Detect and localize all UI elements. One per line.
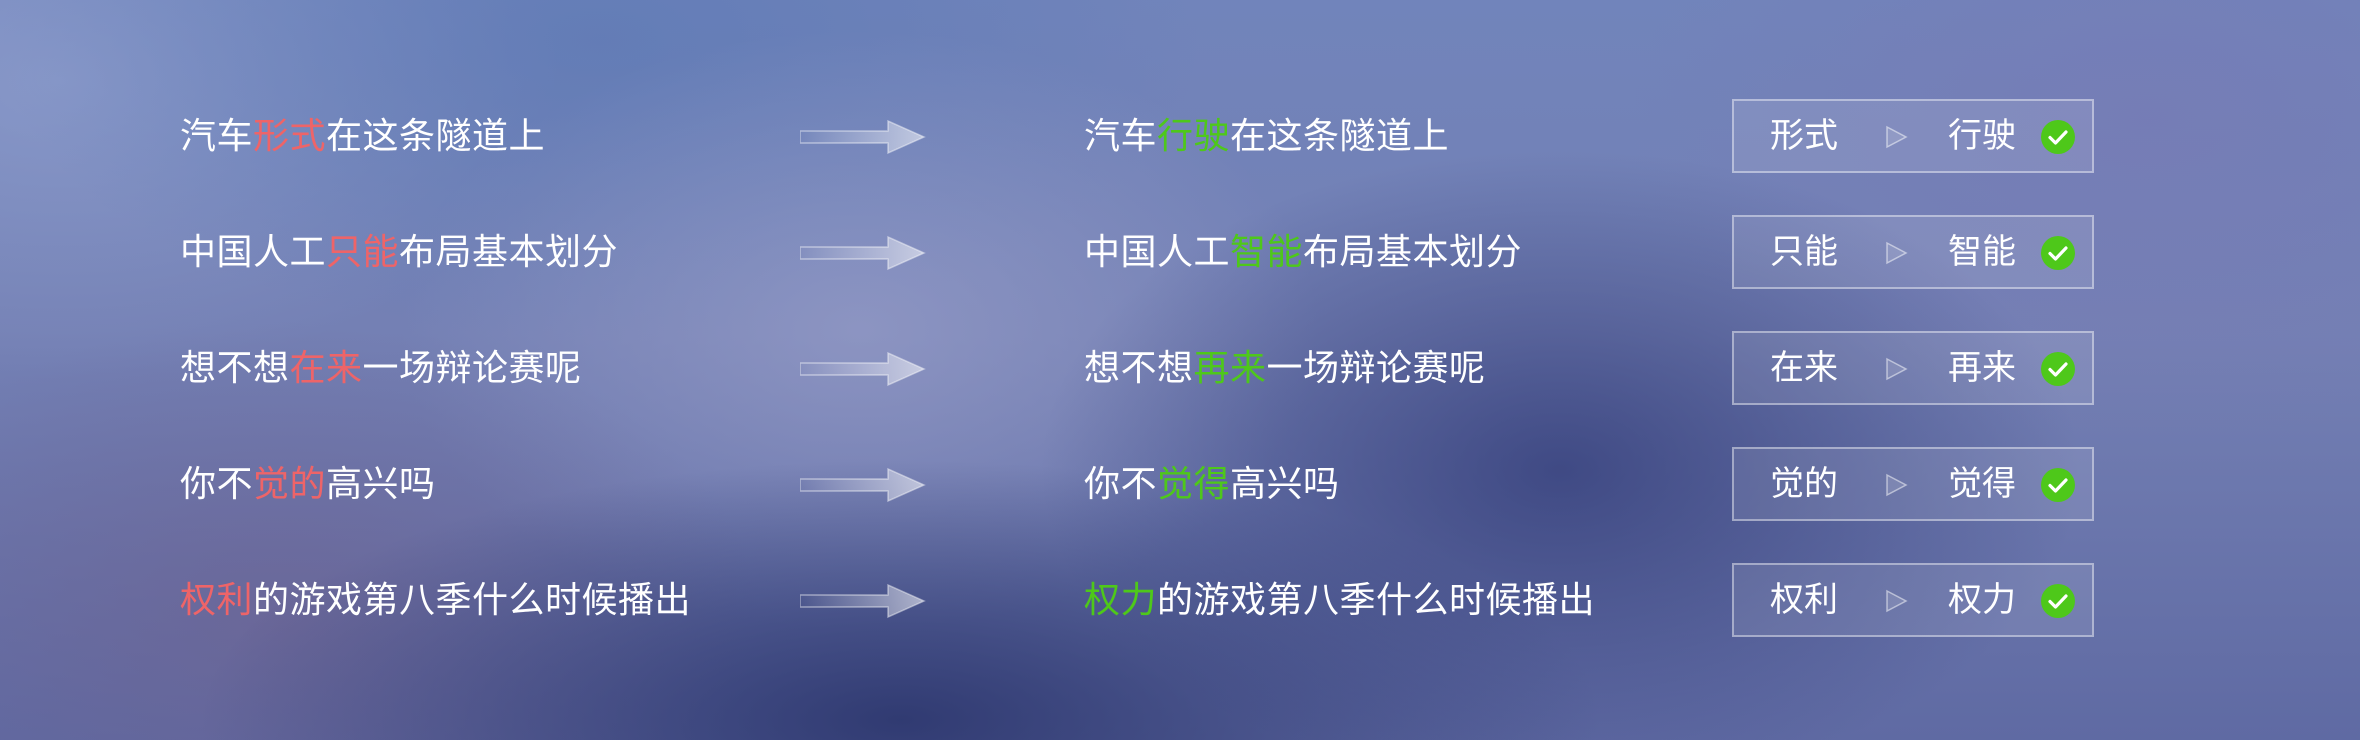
right-arrow-icon — [800, 119, 926, 155]
pair-to-word: 行驶 — [1948, 116, 2016, 156]
pair-from-word: 权利 — [1770, 580, 1838, 620]
pair-to-word: 觉得 — [1948, 464, 2016, 504]
original-sentence: 汽车形式在这条隧道上 — [180, 99, 545, 175]
correction-pair-box: 觉的 觉得 — [1732, 447, 2094, 521]
corrected-word: 智能 — [1230, 232, 1304, 273]
triangle-right-icon — [1886, 241, 1908, 265]
corrected-word: 行驶 — [1157, 116, 1231, 157]
correction-row: 权利的游戏第八季什么时候播出 权力的游戏第八季什么时候播出 权利 权力 — [0, 563, 2360, 639]
right-arrow-icon — [800, 583, 926, 619]
correction-pair-box: 在来 再来 — [1732, 331, 2094, 405]
corrected-sentence: 想不想再来一场辩论赛呢 — [1084, 331, 1486, 407]
sentence-suffix: 一场辩论赛呢 — [362, 348, 582, 389]
triangle-right-icon — [1886, 357, 1908, 381]
sentence-prefix: 你不 — [180, 464, 254, 505]
pair-from-word: 在来 — [1770, 348, 1838, 388]
sentence-suffix: 的游戏第八季什么时候播出 — [253, 580, 692, 621]
original-sentence: 想不想在来一场辩论赛呢 — [180, 331, 582, 407]
right-arrow-icon — [800, 235, 926, 271]
sentence-prefix: 想不想 — [180, 348, 290, 389]
wrong-word: 觉的 — [253, 464, 327, 505]
triangle-right-icon — [1886, 473, 1908, 497]
wrong-word: 权利 — [180, 580, 254, 621]
corrected-word: 权力 — [1084, 580, 1158, 621]
pair-from-word: 觉的 — [1770, 464, 1838, 504]
sentence-suffix: 在这条隧道上 — [326, 116, 546, 157]
original-sentence: 权利的游戏第八季什么时候播出 — [180, 563, 691, 639]
check-circle-icon — [2041, 120, 2075, 154]
corrected-sentence: 汽车行驶在这条隧道上 — [1084, 99, 1449, 175]
corrected-sentence: 权力的游戏第八季什么时候播出 — [1084, 563, 1595, 639]
sentence-suffix: 一场辩论赛呢 — [1266, 348, 1486, 389]
sentence-prefix: 汽车 — [180, 116, 254, 157]
original-sentence: 中国人工只能布局基本划分 — [180, 215, 618, 291]
correction-row: 中国人工只能布局基本划分 中国人工智能布局基本划分 只能 智能 — [0, 215, 2360, 291]
pair-to-word: 智能 — [1948, 232, 2016, 272]
correction-pair-box: 权利 权力 — [1732, 563, 2094, 637]
right-arrow-icon — [800, 351, 926, 387]
sentence-prefix: 中国人工 — [1084, 232, 1231, 273]
sentence-prefix: 中国人工 — [180, 232, 327, 273]
pair-to-word: 权力 — [1948, 580, 2016, 620]
sentence-suffix: 高兴吗 — [1230, 464, 1340, 505]
correction-row: 汽车形式在这条隧道上 汽车行驶在这条隧道上 形式 行驶 — [0, 99, 2360, 175]
pair-from-word: 只能 — [1770, 232, 1838, 272]
corrected-word: 再来 — [1193, 348, 1267, 389]
right-arrow-icon — [800, 467, 926, 503]
correction-row: 想不想在来一场辩论赛呢 想不想再来一场辩论赛呢 在来 再来 — [0, 331, 2360, 407]
triangle-right-icon — [1886, 125, 1908, 149]
sentence-prefix: 汽车 — [1084, 116, 1158, 157]
sentence-prefix: 想不想 — [1084, 348, 1194, 389]
sentence-suffix: 布局基本划分 — [1303, 232, 1523, 273]
correction-row: 你不觉的高兴吗 你不觉得高兴吗 觉的 觉得 — [0, 447, 2360, 523]
sentence-suffix: 布局基本划分 — [399, 232, 619, 273]
check-circle-icon — [2041, 584, 2075, 618]
corrected-word: 觉得 — [1157, 464, 1231, 505]
pair-from-word: 形式 — [1770, 116, 1838, 156]
pair-to-word: 再来 — [1948, 348, 2016, 388]
triangle-right-icon — [1886, 589, 1908, 613]
sentence-suffix: 的游戏第八季什么时候播出 — [1157, 580, 1596, 621]
wrong-word: 只能 — [326, 232, 400, 273]
check-circle-icon — [2041, 236, 2075, 270]
corrected-sentence: 中国人工智能布局基本划分 — [1084, 215, 1522, 291]
correction-pair-box: 形式 行驶 — [1732, 99, 2094, 173]
sentence-prefix: 你不 — [1084, 464, 1158, 505]
correction-pair-box: 只能 智能 — [1732, 215, 2094, 289]
check-circle-icon — [2041, 352, 2075, 386]
sentence-suffix: 高兴吗 — [326, 464, 436, 505]
wrong-word: 在来 — [289, 348, 363, 389]
original-sentence: 你不觉的高兴吗 — [180, 447, 436, 523]
corrected-sentence: 你不觉得高兴吗 — [1084, 447, 1340, 523]
check-circle-icon — [2041, 468, 2075, 502]
wrong-word: 形式 — [253, 116, 327, 157]
sentence-suffix: 在这条隧道上 — [1230, 116, 1450, 157]
